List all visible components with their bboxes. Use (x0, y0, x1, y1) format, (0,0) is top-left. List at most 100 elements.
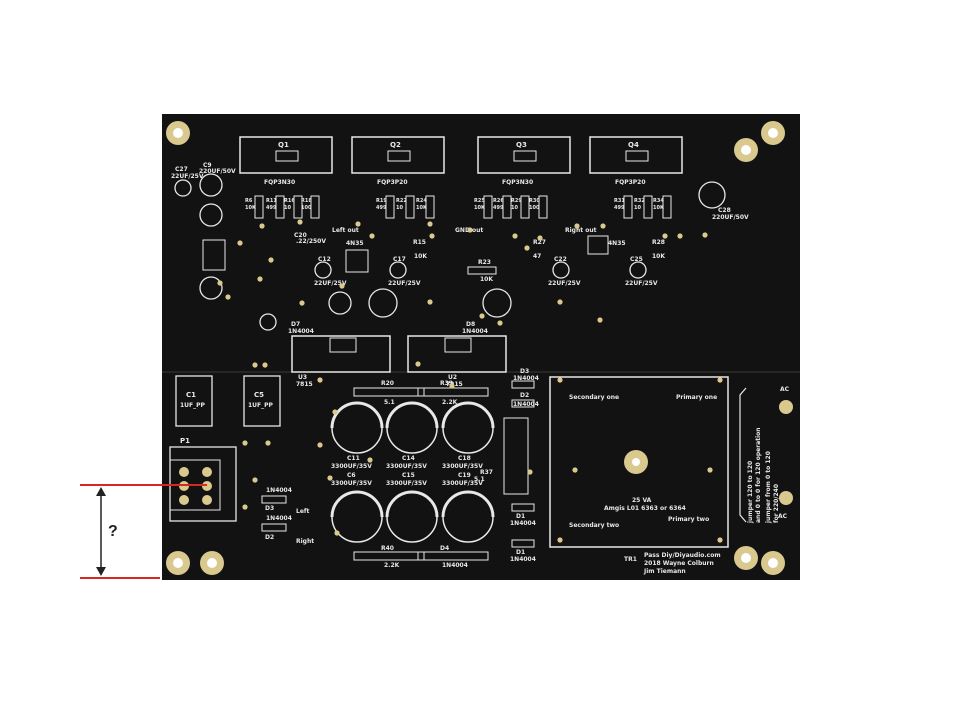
arrowhead-bottom (96, 567, 106, 576)
r28-val: 47 (533, 253, 541, 260)
c28-val: 220UF/50V (712, 214, 749, 221)
resistor-r16-ref: R16 (284, 198, 295, 204)
transformer-va: 25 VA (632, 497, 652, 504)
pad (252, 477, 258, 483)
big-cap-c11-stripe (330, 401, 384, 429)
resistor-r26-val: 499 (493, 205, 504, 211)
c12-ref: C12 (318, 256, 331, 263)
resistor-r6-ref: R6 (245, 198, 253, 204)
pad (717, 377, 723, 383)
big-cap-c6-ref: C6 (347, 472, 356, 479)
resistor-r34-ref: R34 (653, 198, 664, 204)
pad (369, 233, 375, 239)
ac-bottom-label: AC (778, 513, 788, 520)
transistor-group: Q1 FQP3N30 Q2 FQP3P20 Q3 FQP3N30 Q4 FQP3… (239, 136, 683, 186)
pad (574, 223, 580, 229)
resistor-r22 (405, 195, 415, 219)
big-cap-c19-ref: C19 (458, 472, 471, 479)
primary-one-label: Primary one (676, 394, 717, 401)
c20-ref: R37 (480, 469, 493, 476)
pad (334, 530, 340, 536)
opto-left-label: 4N35 (346, 240, 364, 247)
c1-val: 1UF_PP (180, 402, 206, 409)
resistor-r24-ref: R24 (416, 198, 427, 204)
c9-val: 220UF/50V (199, 168, 236, 175)
c20-val: 5.1 (474, 476, 485, 483)
pad (259, 223, 265, 229)
c12-val: 22UF/25V (314, 280, 347, 287)
diodes: D3 1N4004 D2 1N4004 D1 1N4004 D1 1N4004 (510, 368, 539, 563)
resistor-r11-ref: R11 (266, 198, 277, 204)
resistor-r19-val: 499 (376, 205, 387, 211)
pad (237, 240, 243, 246)
r21-val: 2.2K (442, 399, 458, 406)
resistor-r32-val: 10 (634, 205, 641, 211)
resistor-r11 (275, 195, 285, 219)
resistor-r32-ref: R32 (634, 198, 645, 204)
big-cap-c14-ref: C14 (402, 455, 415, 462)
big-cap-c19-stripe (441, 490, 495, 518)
c1-ref: C1 (186, 391, 196, 399)
transistor-q3: Q3 FQP3N30 (477, 136, 571, 186)
resistor-r31-ref: R31 (614, 198, 625, 204)
big-cap-c15-ref: C15 (402, 472, 415, 479)
resistor-r30-ref: R30 (529, 198, 540, 204)
pad (662, 233, 668, 239)
pad (217, 280, 223, 286)
resistor-r16-val: 10 (284, 205, 291, 211)
pad (242, 504, 248, 510)
c25-val: 22UF/25V (625, 280, 658, 287)
big-cap-c15-stripe (385, 490, 439, 518)
jumper-line-2: and 0 to 0 for 120 operation (755, 427, 762, 523)
resistor-r29-val: 10 (511, 205, 518, 211)
r40-ref: D2 (265, 534, 274, 541)
big-cap-c15-val: 3300UF/35V (386, 480, 427, 487)
r37-val: 2.2K (384, 562, 400, 569)
big-cap-c18-ref: C18 (458, 455, 471, 462)
big-cap-c18-stripe (441, 401, 495, 429)
pad (572, 467, 578, 473)
left-input-label: Left (296, 508, 310, 515)
pad (527, 469, 533, 475)
resistor-r25-ref: R25 (474, 198, 485, 204)
p1-connector: P1 1N4004 D3 1N4004 D2 Left Right (169, 437, 314, 545)
r23-ref: R15 (413, 239, 426, 246)
q3-ref: Q3 (516, 141, 527, 149)
p1-label: P1 (180, 437, 190, 445)
r40-val: 1N4004 (266, 515, 292, 522)
big-cap-c11-ref: C11 (347, 455, 360, 462)
r20-ref: D4 (440, 545, 449, 552)
primary-two-label: Primary two (668, 516, 709, 523)
pcb-board (162, 114, 800, 580)
resistor-r30-val: 100 (529, 205, 540, 211)
r15-val: .22/250V (296, 238, 326, 245)
resistor-r18 (310, 195, 320, 219)
measurement-annotation: ? (80, 484, 207, 579)
r39-ref: D3 (265, 505, 274, 512)
pad (268, 257, 274, 263)
r38-val: 5.1 (384, 399, 395, 406)
d8-val: 1N4004 (462, 328, 488, 335)
r27-ref: R23 (478, 259, 491, 266)
r33-ref: R28 (652, 239, 665, 246)
resistor-r25-val: 10K (474, 205, 486, 211)
pads (217, 219, 723, 543)
pad (297, 219, 303, 225)
r23-val: 10K (414, 253, 427, 260)
left-out-label: Left out (332, 227, 359, 234)
pad (717, 537, 723, 543)
resistor-r30 (538, 195, 548, 219)
resistor-r18-val: 100 (301, 205, 312, 211)
small-cap-labels: C27 22UF/25V C9 220UF/50V C28 220UF/50V … (171, 162, 749, 287)
d1-ref: D1 (516, 549, 525, 556)
r27-val: 10K (480, 276, 493, 283)
q4-ref: Q4 (628, 141, 639, 149)
q3-part: FQP3N30 (502, 179, 533, 186)
d4-val: 1N4004 (513, 375, 539, 382)
jumper-line-4: for 220/240 (773, 484, 780, 523)
secondary-one-label: Secondary one (569, 394, 619, 401)
pad (600, 223, 606, 229)
credit-line-3: Jim Tiemann (643, 568, 686, 575)
d7-ref: D7 (291, 321, 300, 328)
r39-val: 1N4004 (266, 487, 292, 494)
